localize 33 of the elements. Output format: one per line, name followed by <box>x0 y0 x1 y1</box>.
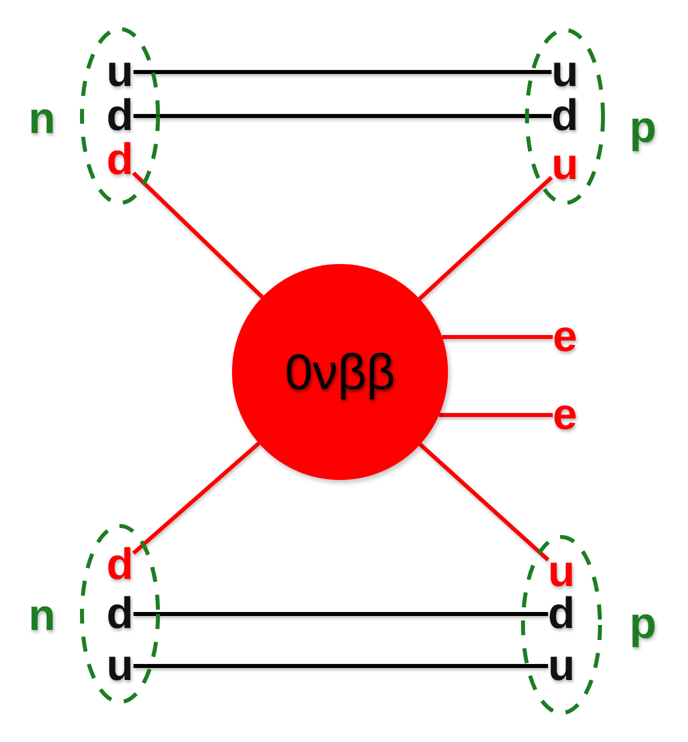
connector-line <box>439 413 553 417</box>
quark-label: u <box>106 644 134 688</box>
connector-line <box>133 70 552 74</box>
quark-label: d <box>106 543 134 587</box>
dashed-ellipse <box>525 28 605 205</box>
connector-line <box>133 612 548 616</box>
connector-line <box>418 442 550 562</box>
connector-line <box>442 335 553 339</box>
quark-label: u <box>548 550 575 594</box>
quark-label: u <box>548 644 575 688</box>
particle-label: n <box>28 594 56 638</box>
dashed-ellipse <box>80 524 160 704</box>
quark-label: d <box>106 138 134 182</box>
vertex-label: 0νββ <box>284 347 396 397</box>
quark-label: d <box>106 592 134 636</box>
electron-label: e <box>552 315 578 359</box>
dashed-ellipse <box>80 27 160 205</box>
quark-label: d <box>106 94 134 138</box>
connector-line <box>132 442 260 555</box>
connector-line <box>418 176 553 300</box>
dashed-ellipse <box>521 535 602 715</box>
electron-label: e <box>552 393 578 437</box>
particle-label: p <box>630 106 656 150</box>
quark-label: d <box>548 592 575 636</box>
particle-label: p <box>630 602 656 646</box>
quark-label: d <box>552 94 578 138</box>
quark-label: u <box>552 50 578 94</box>
connector-line <box>132 172 264 298</box>
connector-line <box>133 114 552 118</box>
quark-label: u <box>552 143 578 187</box>
connector-line <box>133 664 548 668</box>
particle-label: n <box>28 97 56 141</box>
quark-label: u <box>106 50 134 94</box>
